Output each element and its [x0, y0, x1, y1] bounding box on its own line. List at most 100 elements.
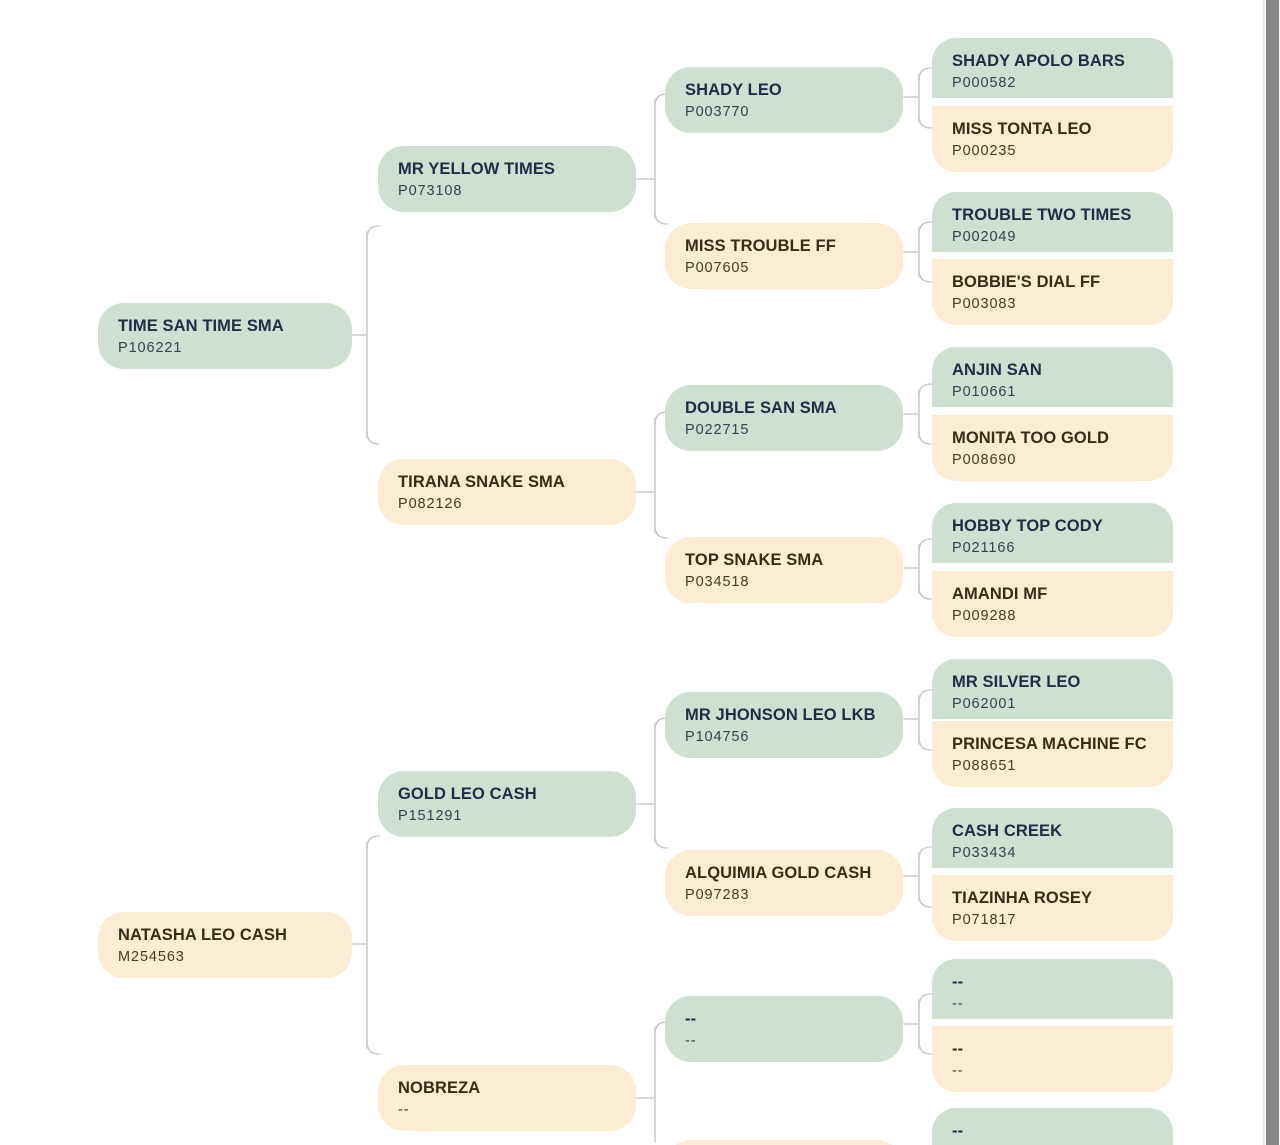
pedigree-card-g3-2[interactable]: MISS TROUBLE FF P007605 [665, 223, 903, 289]
connector-elbow-4a [918, 67, 932, 81]
connector-elbow-1a [366, 225, 380, 239]
pedigree-card-g4-4[interactable]: BOBBIE'S DIAL FF P003083 [932, 259, 1173, 325]
card-name: GOLD LEO CASH [398, 785, 537, 803]
connector-elbow-11a [918, 689, 932, 703]
pedigree-card-g4-5[interactable]: ANJIN SAN P010661 [932, 347, 1173, 407]
pedigree-card-g3-8[interactable]: -- -- [665, 1140, 903, 1145]
card-name: -- [952, 973, 964, 991]
card-id: P008690 [952, 452, 1017, 469]
card-id: P002049 [952, 229, 1017, 246]
card-name: HOBBY TOP CODY [952, 517, 1103, 535]
pedigree-card-g3-4[interactable]: TOP SNAKE SMA P034518 [665, 537, 903, 603]
card-id: P022715 [685, 422, 750, 439]
card-id: P003770 [685, 104, 750, 121]
card-name: NATASHA LEO CASH [118, 926, 288, 944]
card-name: MONITA TOO GOLD [952, 429, 1110, 447]
pedigree-card-g3-5[interactable]: MR JHONSON LEO LKB P104756 [665, 692, 903, 758]
connector-elbow-13a [918, 993, 932, 1007]
pedigree-card-g4-1[interactable]: SHADY APOLO BARS P000582 [932, 38, 1173, 98]
pedigree-card-g3-6[interactable]: ALQUIMIA GOLD CASH P097283 [665, 850, 903, 916]
connector-elbow-13b [918, 1041, 932, 1055]
connector-elbow-12b [918, 894, 932, 908]
pedigree-card-g4-8[interactable]: AMANDI MF P009288 [932, 571, 1173, 637]
card-id: P009288 [952, 608, 1017, 625]
card-id: P082126 [398, 496, 463, 513]
connector-elbow-6b [918, 431, 932, 445]
connector-elbow-9b [654, 835, 668, 849]
pedigree-card-g4-10[interactable]: PRINCESA MACHINE FC P088651 [932, 721, 1173, 787]
card-id: P062001 [952, 696, 1017, 713]
card-id: P021166 [952, 540, 1016, 557]
card-name: MR YELLOW TIMES [398, 160, 556, 178]
scrollbar-thumb[interactable] [1266, 0, 1279, 1145]
card-name: NOBREZA [398, 1079, 481, 1097]
card-id: P106221 [118, 340, 183, 357]
card-id: P104756 [685, 729, 750, 746]
card-id: P073108 [398, 183, 463, 200]
pedigree-card-dam-2[interactable]: NOBREZA -- [378, 1065, 636, 1131]
card-name: ANJIN SAN [952, 361, 1042, 379]
pedigree-card-g4-13[interactable]: -- -- [932, 959, 1173, 1019]
card-id: P151291 [398, 808, 463, 825]
pedigree-card-sire-2[interactable]: GOLD LEO CASH P151291 [378, 771, 636, 837]
pedigree-card-g4-15[interactable]: -- -- [932, 1108, 1173, 1145]
connector-elbow-2b [654, 211, 668, 225]
pedigree-card-dam-1[interactable]: TIRANA SNAKE SMA P082126 [378, 459, 636, 525]
connector-elbow-6a [918, 383, 932, 397]
connector-elbow-5b [918, 269, 932, 283]
card-name: TIAZINHA ROSEY [952, 889, 1093, 907]
connector-elbow-12a [918, 846, 932, 860]
card-name: -- [952, 1122, 964, 1140]
card-name: AMANDI MF [952, 585, 1048, 603]
card-name: TIME SAN TIME SMA [118, 317, 284, 335]
connector-elbow-5a [918, 221, 932, 235]
connector-elbow-7b [918, 586, 932, 600]
card-id: -- [685, 1033, 697, 1050]
card-name: MISS TROUBLE FF [685, 237, 836, 255]
pedigree-card-g3-1[interactable]: SHADY LEO P003770 [665, 67, 903, 133]
card-name: PRINCESA MACHINE FC [952, 735, 1147, 753]
card-id: P003083 [952, 296, 1017, 313]
card-id: M254563 [118, 949, 185, 966]
card-name: TOP SNAKE SMA [685, 551, 824, 569]
pedigree-card-root-1[interactable]: TIME SAN TIME SMA P106221 [98, 303, 352, 369]
connector-elbow-4b [918, 115, 932, 129]
card-name: MISS TONTA LEO [952, 120, 1092, 138]
card-id: P097283 [685, 887, 750, 904]
card-name: TIRANA SNAKE SMA [398, 473, 565, 491]
scrollbar-track[interactable] [1263, 0, 1280, 1145]
card-name: -- [685, 1010, 697, 1028]
card-id: P071817 [952, 912, 1017, 929]
pedigree-card-g4-11[interactable]: CASH CREEK P033434 [932, 808, 1173, 868]
card-id: P034518 [685, 574, 750, 591]
card-name: -- [952, 1040, 964, 1058]
card-name: MR JHONSON LEO LKB [685, 706, 876, 724]
card-name: MR SILVER LEO [952, 673, 1081, 691]
pedigree-card-g4-9[interactable]: MR SILVER LEO P062001 [932, 659, 1173, 719]
card-id: P000235 [952, 143, 1017, 160]
pedigree-card-g3-7[interactable]: -- -- [665, 996, 903, 1062]
card-id: P010661 [952, 384, 1017, 401]
pedigree-card-g4-2[interactable]: MISS TONTA LEO P000235 [932, 106, 1173, 172]
pedigree-card-g4-3[interactable]: TROUBLE TWO TIMES P002049 [932, 192, 1173, 252]
pedigree-card-root-2[interactable]: NATASHA LEO CASH M254563 [98, 912, 352, 978]
card-name: SHADY LEO [685, 81, 782, 99]
pedigree-card-g4-12[interactable]: TIAZINHA ROSEY P071817 [932, 875, 1173, 941]
pedigree-card-sire-1[interactable]: MR YELLOW TIMES P073108 [378, 146, 636, 212]
connector-elbow-3b [654, 525, 668, 539]
card-name: BOBBIE'S DIAL FF [952, 273, 1101, 291]
pedigree-card-g4-7[interactable]: HOBBY TOP CODY P021166 [932, 503, 1173, 563]
card-name: CASH CREEK [952, 822, 1063, 840]
card-name: SHADY APOLO BARS [952, 52, 1126, 70]
pedigree-card-g4-14[interactable]: -- -- [932, 1026, 1173, 1092]
pedigree-card-g4-6[interactable]: MONITA TOO GOLD P008690 [932, 415, 1173, 481]
connector-elbow-7a [918, 538, 932, 552]
card-name: DOUBLE SAN SMA [685, 399, 837, 417]
card-id: -- [398, 1102, 410, 1119]
card-id: P000582 [952, 75, 1017, 92]
pedigree-card-g3-3[interactable]: DOUBLE SAN SMA P022715 [665, 385, 903, 451]
connector-elbow-11b [918, 737, 932, 751]
card-id: -- [952, 996, 964, 1013]
